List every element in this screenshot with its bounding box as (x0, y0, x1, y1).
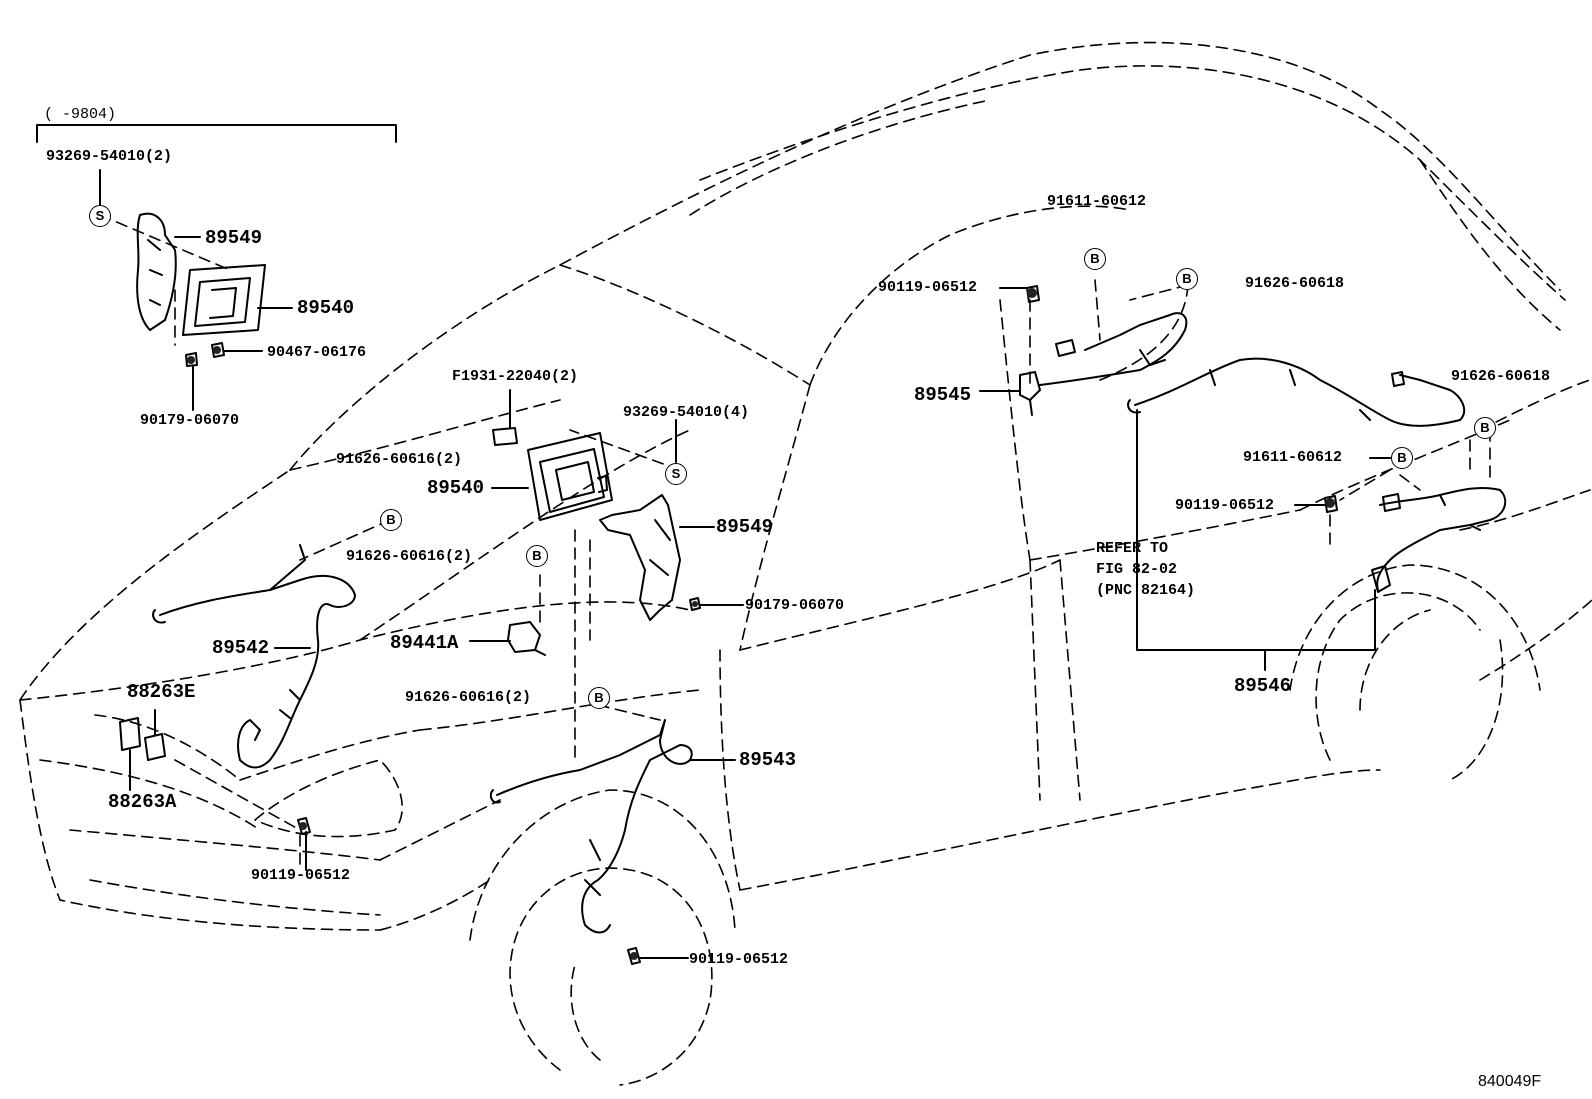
part-label-88263a[interactable]: 88263A (108, 791, 177, 813)
part-label-90179-06070-inset[interactable]: 90179-06070 (140, 412, 240, 429)
b-circle-far-right: B (1474, 417, 1496, 439)
s-circle-inset: S (89, 205, 111, 227)
part-label-89545[interactable]: 89545 (914, 384, 972, 406)
b-circle-b: B (526, 545, 548, 567)
refer-note-line2: FIG 82-02 (1096, 561, 1178, 578)
b-circle-right-mid: B (1391, 447, 1413, 469)
part-label-90119-06512-front[interactable]: 90119-06512 (251, 867, 351, 884)
part-label-f1931-22040[interactable]: F1931-22040(2) (452, 368, 579, 385)
figure-code: 840049F (1478, 1073, 1542, 1090)
part-label-93269-54010-main[interactable]: 93269-54010(4) (623, 404, 750, 421)
part-label-89542[interactable]: 89542 (212, 637, 270, 659)
part-label-91611-60612-right[interactable]: 91611-60612 (1243, 449, 1343, 466)
part-label-91626-60616-a[interactable]: 91626-60616(2) (336, 451, 463, 468)
part-label-89543[interactable]: 89543 (739, 749, 797, 771)
part-label-91626-60616-c[interactable]: 91626-60616(2) (405, 689, 532, 706)
part-label-89549-main[interactable]: 89549 (716, 516, 774, 538)
refer-note-line1: REFER TO (1096, 540, 1169, 557)
part-label-91626-60616-b[interactable]: 91626-60616(2) (346, 548, 473, 565)
part-label-90119-06512-wheel[interactable]: 90119-06512 (689, 951, 789, 968)
b-circle-c: B (588, 687, 610, 709)
part-label-91611-60612-top[interactable]: 91611-60612 (1047, 193, 1147, 210)
part-label-88263e[interactable]: 88263E (127, 681, 196, 703)
part-label-90119-06512-top[interactable]: 90119-06512 (878, 279, 978, 296)
s-circle-main: S (665, 463, 687, 485)
part-label-89540-inset[interactable]: 89540 (297, 297, 355, 319)
part-label-89540-main[interactable]: 89540 (427, 477, 485, 499)
part-label-89441a[interactable]: 89441A (390, 632, 459, 654)
part-label-90119-06512-right[interactable]: 90119-06512 (1175, 497, 1275, 514)
refer-note-line3: (PNC 82164) (1096, 582, 1196, 599)
part-label-91626-60618-top[interactable]: 91626-60618 (1245, 275, 1345, 292)
range-label: ( -9804) (44, 106, 117, 123)
b-circle-a: B (380, 509, 402, 531)
b-circle-top: B (1084, 248, 1106, 270)
part-label-89549-inset[interactable]: 89549 (205, 227, 263, 249)
part-label-91626-60618-right[interactable]: 91626-60618 (1451, 368, 1551, 385)
part-label-93269-54010-inset[interactable]: 93269-54010(2) (46, 148, 173, 165)
b-circle-top-right: B (1176, 268, 1198, 290)
part-label-90179-06070-main[interactable]: 90179-06070 (745, 597, 845, 614)
part-label-89546[interactable]: 89546 (1234, 675, 1292, 697)
part-label-90467-06176[interactable]: 90467-06176 (267, 344, 367, 361)
